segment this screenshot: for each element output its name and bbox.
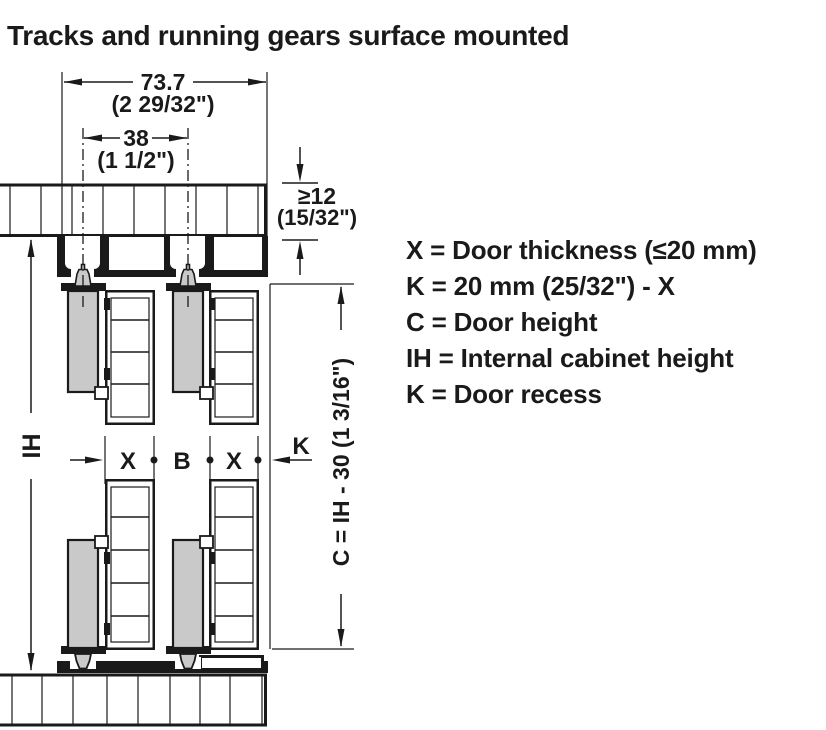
dim-panel-thickness: ≥12 (15/32")	[277, 147, 357, 275]
dimension-annotations: 73.7 (2 29/32") 38 (1 1/2") ≥12 (15/32")	[13, 69, 357, 671]
dim-door-thickness-right: X	[226, 448, 242, 475]
dim-channel-spacing: 38 (1 1/2")	[84, 125, 187, 173]
dim-panel-thickness-mm: ≥12	[298, 183, 336, 209]
dim-gap-between-doors: B	[173, 448, 190, 475]
dim-door-height-formula: C = IH - 30 (1 3/16")	[328, 358, 354, 566]
top-panel	[0, 183, 267, 237]
legend-item-door-height: C = Door height	[406, 307, 598, 337]
dim-door-recess: K	[292, 433, 310, 460]
legend-item-door-thickness: X = Door thickness (≤20 mm)	[406, 235, 757, 265]
legend-item-door-recess: K = Door recess	[406, 379, 602, 409]
dim-internal-height: IH	[13, 239, 49, 671]
dim-track-width-in: (2 29/32")	[112, 91, 215, 117]
dim-channel-spacing-mm: 38	[123, 125, 149, 151]
dim-door-height: C = IH - 30 (1 3/16")	[269, 283, 357, 650]
legend-item-internal-height: IH = Internal cabinet height	[406, 343, 734, 373]
top-track	[57, 236, 268, 277]
bottom-guide-housing	[199, 655, 264, 671]
dim-door-thickness-left: X	[120, 448, 136, 475]
dim-internal-height-label: IH	[18, 434, 46, 459]
dim-channel-spacing-in: (1 1/2")	[97, 147, 174, 173]
legend-item-k-formula: K = 20 mm (25/32") - X	[406, 271, 675, 301]
dim-panel-thickness-in: (15/32")	[277, 205, 357, 230]
dim-door-row: X B X K	[70, 433, 312, 484]
dim-track-width-mm: 73.7	[141, 69, 186, 95]
bottom-panel	[0, 673, 267, 727]
running-gear-left	[59, 263, 112, 671]
centre-lines	[82, 128, 189, 310]
dim-track-width: 73.7 (2 29/32")	[61, 69, 268, 237]
page-title: Tracks and running gears surface mounted	[7, 19, 570, 51]
legend: X = Door thickness (≤20 mm) K = 20 mm (2…	[406, 232, 757, 412]
